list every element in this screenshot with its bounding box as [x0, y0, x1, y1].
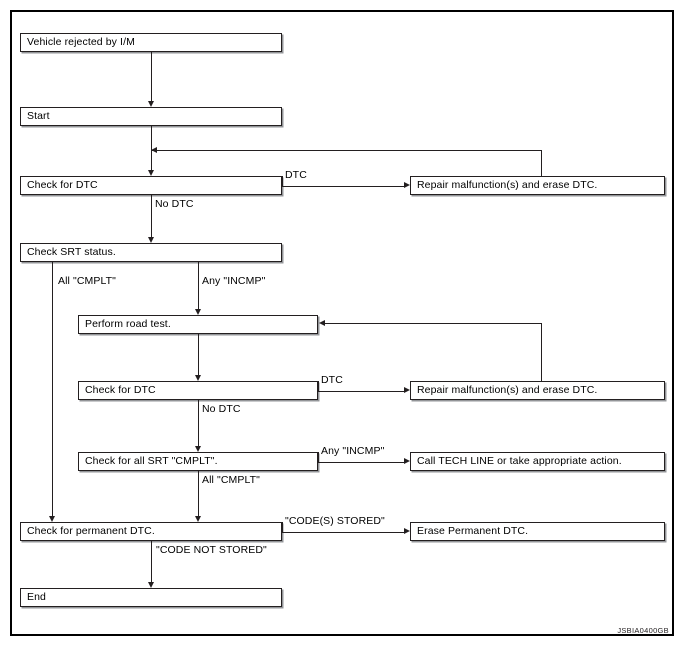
node-vehicle-rejected: Vehicle rejected by I/M — [20, 33, 282, 52]
arrowhead-down-check-srt — [147, 237, 154, 243]
node-check-srt-status: Check SRT status. — [20, 243, 282, 262]
edge-label-dtc-1: DTC — [285, 169, 307, 181]
node-label: Call TECH LINE or take appropriate actio… — [417, 455, 622, 468]
node-check-dtc-1: Check for DTC — [20, 176, 282, 195]
edge-label-no-dtc-2: No DTC — [202, 403, 241, 415]
arrowhead-down-check-all-srt — [194, 446, 201, 452]
arrowhead-right-repair2 — [404, 387, 410, 393]
node-label: Start — [27, 110, 50, 123]
arrowhead-right-erase-permanent — [404, 528, 410, 534]
node-label: Repair malfunction(s) and erase DTC. — [417, 179, 598, 192]
arrowhead-down-check-dtc-1 — [147, 170, 154, 176]
node-start: Start — [20, 107, 282, 126]
figure-code: JSBIA0400GB — [617, 626, 669, 635]
edge-label-code-not-stored: "CODE NOT STORED" — [156, 544, 267, 556]
edge-label-codes-stored: "CODE(S) STORED" — [285, 515, 385, 527]
node-label: Check for DTC — [85, 384, 156, 397]
node-label: Repair malfunction(s) and erase DTC. — [417, 384, 598, 397]
connector-check-dtc2-to-repair2-stub — [318, 381, 319, 391]
connector-all-cmplt-to-permanent-dtc — [52, 262, 53, 516]
connector-repair2-feedback-horizontal — [325, 323, 541, 324]
connector-vehicle-to-start — [151, 52, 152, 101]
connector-check-dtc2-to-repair2 — [318, 391, 404, 392]
node-label: End — [27, 591, 46, 604]
connector-check-dtc1-to-repair1 — [282, 186, 404, 187]
connector-repair1-feedback-horizontal — [151, 150, 541, 151]
edge-label-dtc-2: DTC — [321, 374, 343, 386]
node-label: Check for permanent DTC. — [27, 525, 155, 538]
connector-check-dtc1-to-check-srt — [151, 195, 152, 237]
connector-repair2-feedback-vertical — [541, 323, 542, 381]
connector-permanent-to-erase — [282, 532, 404, 533]
node-call-tech-line: Call TECH LINE or take appropriate actio… — [410, 452, 665, 471]
connector-check-all-srt-to-tech-line — [318, 462, 404, 463]
arrowhead-down-start — [147, 101, 154, 107]
node-repair-1: Repair malfunction(s) and erase DTC. — [410, 176, 665, 195]
connector-repair1-feedback-vertical — [541, 150, 542, 176]
node-label: Check for DTC — [27, 179, 98, 192]
node-check-dtc-2: Check for DTC — [78, 381, 318, 400]
connector-check-dtc1-to-repair1-stub — [282, 176, 283, 186]
connector-permanent-to-end — [151, 541, 152, 582]
node-repair-2: Repair malfunction(s) and erase DTC. — [410, 381, 665, 400]
connector-check-all-srt-to-tech-line-stub — [318, 452, 319, 462]
node-label: Erase Permanent DTC. — [417, 525, 529, 538]
node-check-all-srt: Check for all SRT "CMPLT". — [78, 452, 318, 471]
connector-check-dtc2-to-check-all-srt — [198, 400, 199, 446]
node-label: Vehicle rejected by I/M — [27, 36, 135, 49]
arrowhead-down-permanent-dtc-left — [48, 516, 55, 522]
arrowhead-left-road-test — [319, 319, 325, 326]
node-check-permanent-dtc: Check for permanent DTC. — [20, 522, 282, 541]
arrowhead-left-merge-1 — [151, 146, 157, 153]
arrowhead-down-permanent-dtc-center — [194, 516, 201, 522]
connector-road-test-to-check-dtc2 — [198, 334, 199, 375]
node-label: Check for all SRT "CMPLT". — [85, 455, 218, 468]
edge-label-no-dtc-1: No DTC — [155, 198, 194, 210]
arrowhead-right-repair1 — [404, 182, 410, 188]
arrowhead-right-tech-line — [404, 458, 410, 464]
node-perform-road-test: Perform road test. — [78, 315, 318, 334]
connector-permanent-to-erase-stub — [282, 522, 283, 532]
node-label: Perform road test. — [85, 318, 171, 331]
connector-all-cmplt-to-permanent — [198, 471, 199, 516]
node-erase-permanent-dtc: Erase Permanent DTC. — [410, 522, 665, 541]
edge-label-any-incmp-2: Any "INCMP" — [321, 445, 385, 457]
figure-frame — [10, 10, 674, 636]
connector-any-incmp-to-road-test — [198, 262, 199, 309]
edge-label-all-cmplt-2: All "CMPLT" — [202, 474, 260, 486]
edge-label-all-cmplt-1: All "CMPLT" — [58, 275, 116, 287]
edge-label-any-incmp-1: Any "INCMP" — [202, 275, 266, 287]
arrowhead-down-check-dtc-2 — [194, 375, 201, 381]
arrowhead-down-road-test — [194, 309, 201, 315]
node-end: End — [20, 588, 282, 607]
arrowhead-down-end — [147, 582, 154, 588]
node-label: Check SRT status. — [27, 246, 116, 259]
